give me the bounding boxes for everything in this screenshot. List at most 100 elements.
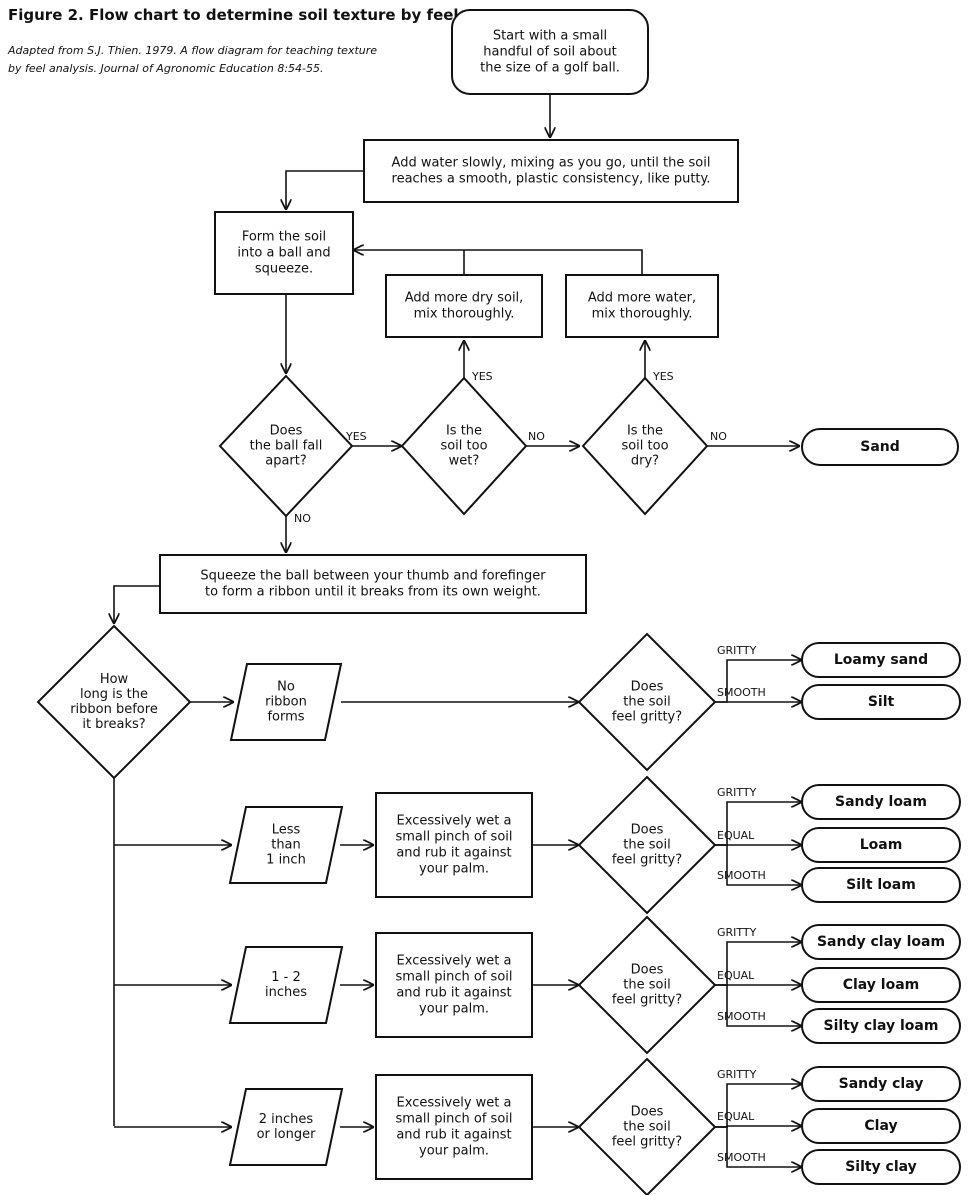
question-gritty-0 — [577, 632, 717, 772]
squeeze-ribbon-node — [159, 554, 587, 614]
result-sand-line: Sand — [860, 439, 900, 455]
question-ribbon-length-line: How — [100, 672, 129, 687]
wet-pinch-node-2-line: your palm. — [419, 1002, 489, 1017]
result-clay-loam — [801, 967, 961, 1003]
result-sandy-clay-line: Sandy clay — [839, 1076, 924, 1092]
result-silty-clay — [801, 1149, 961, 1185]
result-silty-clay-loam — [801, 1008, 961, 1044]
result-loamy-sand-line: Loamy sand — [834, 652, 928, 668]
add-more-water-node-line: mix thoroughly. — [592, 307, 693, 322]
result-sandy-clay-loam-line: Sandy clay loam — [817, 934, 945, 950]
result-silty-clay-line: Silty clay — [845, 1159, 917, 1175]
flow-connector — [114, 585, 160, 624]
add-water-node-text: Add water slowly, mixing as you go, unti… — [392, 156, 711, 187]
result-clay-text: Clay — [864, 1118, 897, 1134]
edge-label-gritty: GRITTY — [717, 1068, 757, 1081]
wet-pinch-node-1 — [375, 792, 533, 898]
add-more-water-node — [565, 274, 719, 338]
edge-label-no: NO — [294, 512, 311, 525]
squeeze-ribbon-node-line: Squeeze the ball between your thumb and … — [200, 569, 546, 584]
flow-connector — [715, 984, 802, 1026]
result-loamy-sand-text: Loamy sand — [834, 652, 928, 668]
question-ribbon-length-line: long is the — [80, 687, 148, 702]
start-node-line: the size of a golf ball. — [480, 61, 620, 76]
result-loamy-sand — [801, 642, 961, 678]
result-loam-line: Loam — [860, 837, 903, 853]
option-no-ribbon-line: ribbon — [265, 695, 307, 710]
form-ball-node-line: squeeze. — [255, 262, 313, 277]
wet-pinch-node-2-line: Excessively wet a — [397, 954, 512, 969]
result-sandy-clay-text: Sandy clay — [839, 1076, 924, 1092]
question-gritty-1-line: feel gritty? — [612, 853, 682, 868]
question-soil-too-wet-line: wet? — [449, 454, 480, 469]
figure-title: Figure 2. Flow chart to determine soil t… — [8, 6, 459, 24]
result-silt-loam-text: Silt loam — [846, 877, 916, 893]
result-silt — [801, 684, 961, 720]
edge-label-smooth: SMOOTH — [717, 869, 766, 882]
option-no-ribbon-line: forms — [267, 710, 304, 725]
add-more-water-node-line: Add more water, — [588, 291, 696, 306]
wet-pinch-node-3-line: Excessively wet a — [397, 1096, 512, 1111]
start-node-line: Start with a small — [493, 29, 607, 44]
result-silt-loam — [801, 867, 961, 903]
question-gritty-0-line: the soil — [623, 695, 670, 710]
wet-pinch-node-3-line: small pinch of soil — [396, 1112, 513, 1127]
edge-label-gritty: GRITTY — [717, 926, 757, 939]
option-2-inches-or-longer-line: or longer — [257, 1127, 316, 1142]
question-soil-too-wet-line: soil too — [440, 439, 487, 454]
edge-label-equal: EQUAL — [717, 969, 755, 982]
question-gritty-1-line: the soil — [623, 838, 670, 853]
add-water-node-line: Add water slowly, mixing as you go, unti… — [392, 156, 711, 171]
result-sand-text: Sand — [860, 439, 900, 455]
edge-label-smooth: SMOOTH — [717, 686, 766, 699]
add-water-node — [363, 139, 739, 203]
question-ball-fall-apart — [218, 374, 354, 518]
option-2-inches-or-longer-line: 2 inches — [259, 1112, 314, 1127]
add-dry-soil-node-line: Add more dry soil, — [405, 291, 524, 306]
result-silty-clay-loam-line: Silty clay loam — [824, 1018, 939, 1034]
option-no-ribbon-line: No — [277, 680, 295, 695]
option-1-2-inches-line: inches — [265, 985, 307, 1000]
result-sand — [801, 428, 959, 466]
result-silt-line: Silt — [868, 694, 895, 710]
flow-connector — [353, 250, 643, 275]
question-ribbon-length — [36, 624, 192, 780]
flow-connector — [715, 1126, 802, 1167]
add-water-node-line: reaches a smooth, plastic consistency, l… — [392, 172, 711, 187]
question-gritty-1 — [577, 775, 717, 915]
result-sandy-clay — [801, 1066, 961, 1102]
wet-pinch-node-1-line: your palm. — [419, 862, 489, 877]
start-node-line: handful of soil about — [483, 45, 617, 60]
result-sandy-loam-line: Sandy loam — [835, 794, 927, 810]
flow-connector — [715, 844, 802, 885]
edge-label-gritty: GRITTY — [717, 786, 757, 799]
question-gritty-0-line: feel gritty? — [612, 710, 682, 725]
add-more-water-node-text: Add more water,mix thoroughly. — [588, 291, 696, 322]
edge-label-equal: EQUAL — [717, 829, 755, 842]
wet-pinch-node-3-line: your palm. — [419, 1144, 489, 1159]
result-sandy-clay-loam — [801, 924, 961, 960]
add-dry-soil-node-line: mix thoroughly. — [414, 307, 515, 322]
wet-pinch-node-2-line: and rub it against — [396, 986, 511, 1001]
question-soil-too-dry-line: dry? — [631, 454, 659, 469]
add-dry-soil-node-text: Add more dry soil,mix thoroughly. — [405, 291, 524, 322]
wet-pinch-node-2 — [375, 932, 533, 1038]
result-clay-loam-text: Clay loam — [843, 977, 920, 993]
question-gritty-1-line: Does — [631, 823, 664, 838]
result-silty-clay-text: Silty clay — [845, 1159, 917, 1175]
squeeze-ribbon-node-line: to form a ribbon until it breaks from it… — [205, 585, 541, 600]
result-loam-text: Loam — [860, 837, 903, 853]
figure-source-line: Adapted from S.J. Thien. 1979. A flow di… — [8, 44, 378, 57]
option-less-than-1-inch — [228, 806, 344, 884]
question-gritty-3-line: Does — [631, 1105, 664, 1120]
question-gritty-3 — [577, 1057, 717, 1195]
